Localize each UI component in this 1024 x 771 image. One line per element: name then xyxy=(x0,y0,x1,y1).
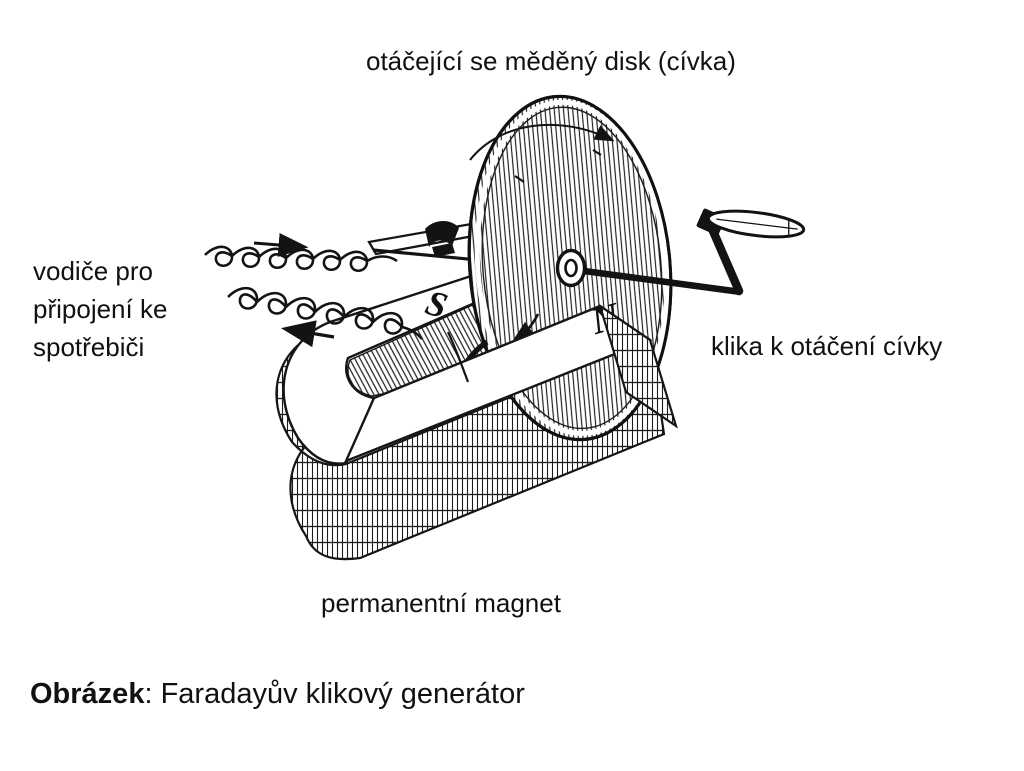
wire-arrow-in xyxy=(280,320,335,348)
wires-label-line1: vodiče pro xyxy=(33,256,153,286)
crank-assembly xyxy=(555,208,806,296)
crank-arm xyxy=(708,226,744,296)
wire-arrow-out xyxy=(253,233,309,257)
caption-text: : Faradayův klikový generátor xyxy=(144,678,525,710)
disk-label: otáčející se měděný disk (cívka) xyxy=(366,46,736,76)
axle-right xyxy=(583,267,742,296)
crank-handle xyxy=(706,209,806,239)
wire-to-brush xyxy=(447,331,470,383)
wires-label-line2: připojení ke xyxy=(33,294,168,324)
wires-label: vodiče pro připojení ke spotřebiči xyxy=(33,252,167,366)
north-pole-end-face xyxy=(598,303,678,429)
crank-label: klika k otáčení cívky xyxy=(711,331,943,361)
coil-wires xyxy=(204,233,470,383)
wire-top xyxy=(204,245,398,272)
wires-label-line3: spotřebiči xyxy=(33,332,145,362)
figure-caption: Obrázek: Faradayův klikový generátor xyxy=(30,678,525,711)
wire-bottom xyxy=(227,286,423,340)
disk-speck xyxy=(514,149,602,183)
magnet-label: permanentní magnet xyxy=(321,588,561,618)
caption-prefix: Obrázek xyxy=(30,678,145,710)
disk-rotation-arrow xyxy=(469,123,615,161)
faraday-generator-figure: S N xyxy=(204,94,806,561)
